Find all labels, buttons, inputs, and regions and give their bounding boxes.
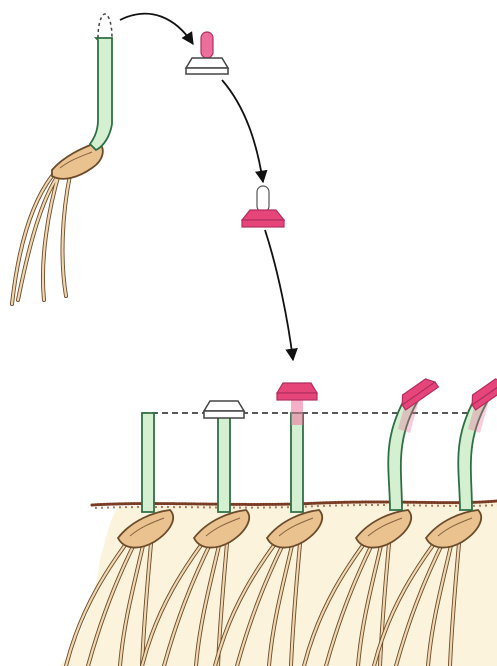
top-cut-tip-outline bbox=[98, 14, 112, 38]
arrow-3 bbox=[265, 230, 293, 360]
coleoptile bbox=[142, 413, 154, 512]
tip-on-plain-block bbox=[186, 32, 228, 74]
top-coleoptile bbox=[90, 38, 112, 150]
tip-on-auxin-block bbox=[257, 186, 269, 212]
arrow-1 bbox=[120, 14, 193, 44]
plain-agar-block-top bbox=[204, 401, 244, 411]
arrow-2 bbox=[222, 80, 263, 182]
auxin-block-tilted bbox=[398, 376, 439, 410]
auxin-block-top bbox=[277, 383, 317, 393]
plain-agar-block-top bbox=[186, 58, 228, 68]
auxin-stump-tint bbox=[291, 397, 303, 425]
coleoptile bbox=[291, 413, 303, 512]
auxin-block-tilted bbox=[468, 376, 497, 410]
excised-tip bbox=[201, 32, 213, 58]
auxin-agar-block-top bbox=[242, 210, 284, 220]
top-seedling bbox=[12, 14, 112, 304]
auxin-agar-block-with-tip bbox=[242, 186, 284, 227]
plain-agar-block-base bbox=[204, 411, 244, 418]
coleoptile bbox=[218, 413, 230, 512]
auxin-block-base bbox=[277, 393, 317, 400]
